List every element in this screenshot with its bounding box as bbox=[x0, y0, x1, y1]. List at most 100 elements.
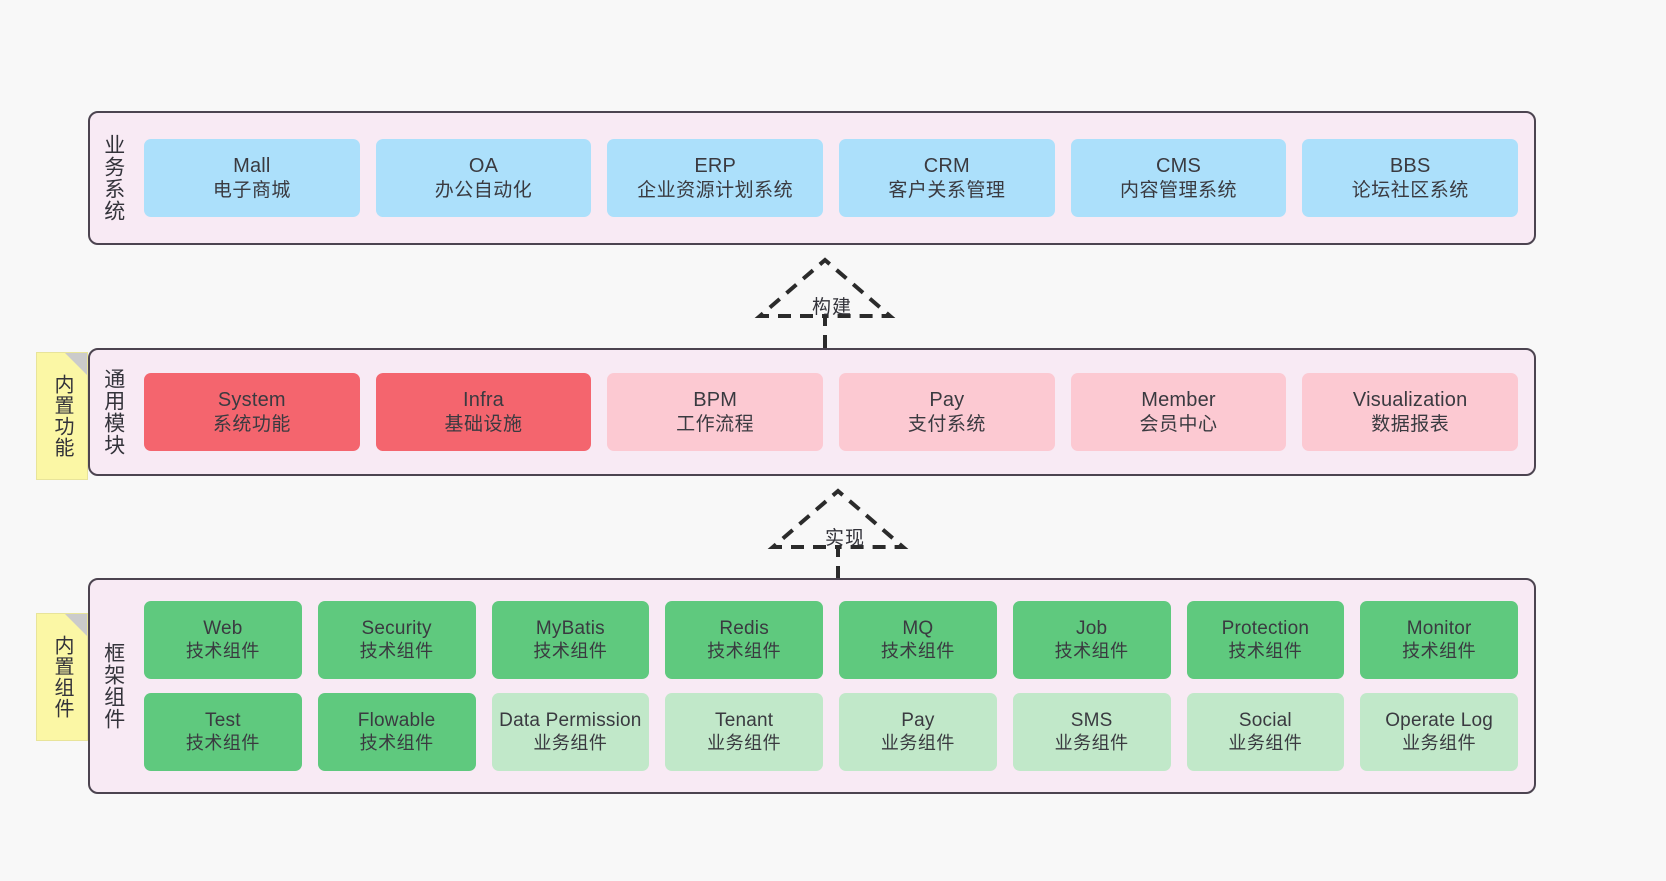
node-subtitle: 技术组件 bbox=[880, 640, 955, 661]
node-data-permission[interactable]: Data Permission 业务组件 bbox=[491, 693, 650, 771]
node-job[interactable]: Job 技术组件 bbox=[1012, 601, 1171, 679]
node-subtitle: 业务组件 bbox=[533, 732, 608, 753]
node-title: ERP bbox=[694, 155, 737, 178]
node-title: Pay bbox=[929, 389, 965, 412]
connector-implement-arrow bbox=[753, 487, 953, 587]
node-redis[interactable]: Redis 技术组件 bbox=[665, 601, 823, 679]
node-protection[interactable]: Protection 技术组件 bbox=[1186, 601, 1345, 679]
node-title: Protection bbox=[1221, 618, 1310, 640]
node-title: MQ bbox=[902, 618, 934, 640]
node-flowable[interactable]: Flowable 技术组件 bbox=[317, 693, 476, 771]
node-subtitle: 技术组件 bbox=[533, 640, 608, 661]
node-sms[interactable]: SMS 业务组件 bbox=[1012, 693, 1171, 771]
layer-title-business: 业务系统 bbox=[101, 134, 125, 222]
node-title: BPM bbox=[693, 389, 738, 412]
connector-build-label: 构建 bbox=[812, 297, 853, 318]
node-crm[interactable]: CRM 客户关系管理 bbox=[839, 139, 1055, 217]
node-title: Member bbox=[1141, 389, 1216, 412]
node-member[interactable]: Member 会员中心 bbox=[1070, 373, 1287, 451]
connector-implement-label: 实现 bbox=[825, 528, 866, 549]
node-title: Web bbox=[203, 618, 243, 640]
node-subtitle: 技术组件 bbox=[359, 640, 434, 661]
node-erp[interactable]: ERP 企业资源计划系统 bbox=[607, 139, 824, 217]
node-title: Job bbox=[1076, 618, 1108, 640]
node-tenant[interactable]: Tenant 业务组件 bbox=[665, 693, 823, 771]
node-title: System bbox=[217, 389, 286, 412]
node-title: Flowable bbox=[357, 710, 436, 732]
node-subtitle: 论坛社区系统 bbox=[1351, 179, 1469, 201]
node-title: OA bbox=[468, 155, 499, 178]
node-bpm[interactable]: BPM 工作流程 bbox=[607, 373, 824, 451]
node-subtitle: 基础设施 bbox=[444, 413, 523, 435]
node-operate-log[interactable]: Operate Log 业务组件 bbox=[1360, 693, 1518, 771]
node-subtitle: 支付系统 bbox=[907, 413, 986, 435]
node-security[interactable]: Security 技术组件 bbox=[317, 601, 476, 679]
node-subtitle: 电子商城 bbox=[212, 179, 291, 201]
node-title: Pay bbox=[901, 710, 935, 732]
note-builtin-functions: 内置功能 bbox=[36, 352, 88, 480]
note-label: 内置功能 bbox=[51, 374, 73, 458]
node-social[interactable]: Social 业务组件 bbox=[1186, 693, 1345, 771]
node-system[interactable]: System 系统功能 bbox=[144, 373, 360, 451]
node-subtitle: 技术组件 bbox=[707, 640, 782, 661]
layer-body-business: Mall 电子商城 OA 办公自动化 ERP 企业资源计划系统 CRM 客户关系… bbox=[136, 113, 1534, 243]
node-title: CMS bbox=[1156, 155, 1202, 178]
node-oa[interactable]: OA 办公自动化 bbox=[375, 139, 592, 217]
node-subtitle: 技术组件 bbox=[1402, 640, 1477, 661]
node-subtitle: 业务组件 bbox=[1228, 732, 1303, 753]
layer-framework-components: 框架组件 Web 技术组件 Security 技术组件 MyBatis 技术组件… bbox=[88, 578, 1536, 794]
node-subtitle: 数据报表 bbox=[1371, 413, 1450, 435]
layer-body-framework: Web 技术组件 Security 技术组件 MyBatis 技术组件 Redi… bbox=[136, 580, 1534, 792]
node-title: Mall bbox=[233, 155, 271, 178]
node-subtitle: 客户关系管理 bbox=[888, 179, 1006, 201]
layer-row: System 系统功能 Infra 基础设施 BPM 工作流程 Pay 支付系统… bbox=[144, 373, 1519, 451]
node-mybatis[interactable]: MyBatis 技术组件 bbox=[491, 601, 650, 679]
node-cms[interactable]: CMS 内容管理系统 bbox=[1070, 139, 1287, 217]
node-title: Visualization bbox=[1352, 389, 1468, 412]
node-bbs[interactable]: BBS 论坛社区系统 bbox=[1302, 139, 1519, 217]
node-infra[interactable]: Infra 基础设施 bbox=[375, 373, 592, 451]
note-label: 内置组件 bbox=[51, 635, 73, 719]
note-builtin-components: 内置组件 bbox=[36, 613, 88, 741]
node-subtitle: 内容管理系统 bbox=[1120, 179, 1238, 201]
node-title: Data Permission bbox=[499, 710, 642, 732]
node-title: Infra bbox=[462, 389, 505, 412]
node-subtitle: 技术组件 bbox=[1054, 640, 1129, 661]
node-title: MyBatis bbox=[535, 618, 605, 640]
node-subtitle: 技术组件 bbox=[185, 640, 260, 661]
node-monitor[interactable]: Monitor 技术组件 bbox=[1360, 601, 1518, 679]
node-subtitle: 企业资源计划系统 bbox=[637, 179, 794, 201]
node-pay-component[interactable]: Pay 业务组件 bbox=[839, 693, 997, 771]
node-title: Security bbox=[361, 618, 432, 640]
node-title: Tenant bbox=[715, 710, 774, 732]
node-title: SMS bbox=[1070, 710, 1113, 732]
node-title: Test bbox=[205, 710, 241, 732]
node-title: Redis bbox=[719, 618, 769, 640]
layer-row: Mall 电子商城 OA 办公自动化 ERP 企业资源计划系统 CRM 客户关系… bbox=[144, 139, 1519, 217]
node-subtitle: 技术组件 bbox=[359, 732, 434, 753]
layer-common-modules: 通用模块 System 系统功能 Infra 基础设施 BPM 工作流程 Pay… bbox=[88, 348, 1536, 476]
node-mall[interactable]: Mall 电子商城 bbox=[144, 139, 360, 217]
layer-body-modules: System 系统功能 Infra 基础设施 BPM 工作流程 Pay 支付系统… bbox=[136, 350, 1534, 474]
node-web[interactable]: Web 技术组件 bbox=[144, 601, 302, 679]
node-title: BBS bbox=[1389, 155, 1431, 178]
node-subtitle: 业务组件 bbox=[1402, 732, 1477, 753]
node-subtitle: 业务组件 bbox=[707, 732, 782, 753]
node-title: Operate Log bbox=[1385, 710, 1494, 732]
node-pay-module[interactable]: Pay 支付系统 bbox=[839, 373, 1055, 451]
node-test[interactable]: Test 技术组件 bbox=[144, 693, 302, 771]
layer-row: Web 技术组件 Security 技术组件 MyBatis 技术组件 Redi… bbox=[144, 601, 1518, 679]
node-title: Monitor bbox=[1406, 618, 1472, 640]
node-subtitle: 业务组件 bbox=[1054, 732, 1129, 753]
connector-build-arrow bbox=[740, 256, 940, 356]
layer-title-modules: 通用模块 bbox=[101, 368, 125, 456]
node-subtitle: 办公自动化 bbox=[434, 179, 533, 201]
node-subtitle: 会员中心 bbox=[1139, 413, 1218, 435]
layer-title-framework: 框架组件 bbox=[101, 642, 125, 730]
node-subtitle: 技术组件 bbox=[185, 732, 260, 753]
node-title: Social bbox=[1238, 710, 1292, 732]
node-mq[interactable]: MQ 技术组件 bbox=[839, 601, 997, 679]
layer-business-systems: 业务系统 Mall 电子商城 OA 办公自动化 ERP 企业资源计划系统 CRM… bbox=[88, 111, 1536, 245]
node-visualization[interactable]: Visualization 数据报表 bbox=[1302, 373, 1519, 451]
